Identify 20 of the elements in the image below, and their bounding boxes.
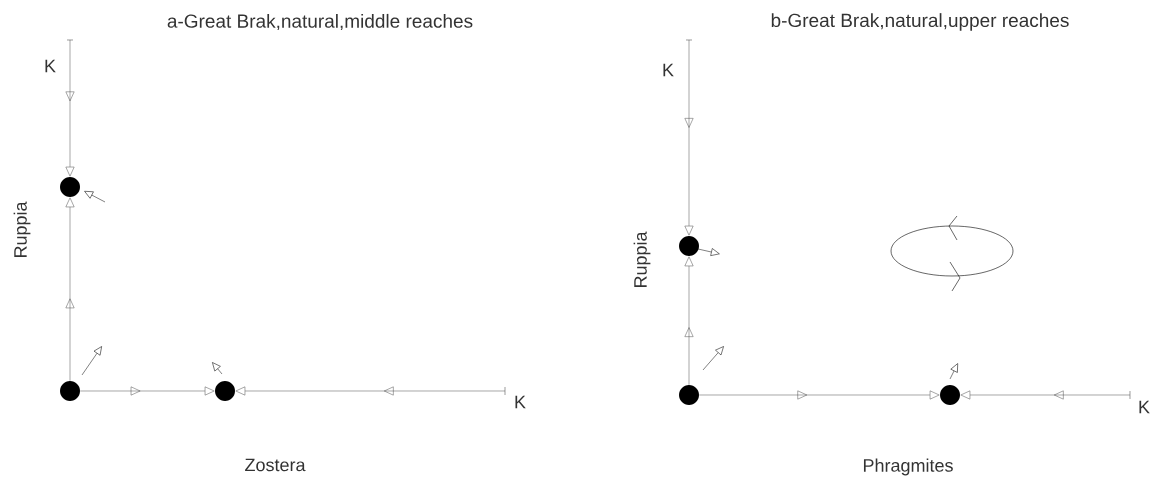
equilibrium-point (60, 381, 80, 401)
panel-title: b-Great Brak,natural,upper reaches (771, 13, 1069, 31)
arrow (235, 386, 506, 396)
arrow (684, 256, 694, 386)
arrow (698, 390, 940, 400)
equilibrium-point (679, 236, 699, 256)
axis-value: K (663, 63, 674, 77)
equilibrium-point (679, 385, 699, 405)
equilibrium-point (940, 385, 960, 405)
equilibrium-point (215, 381, 235, 401)
equilibrium-point (60, 177, 80, 197)
axis-value: K (45, 59, 56, 73)
arrow (960, 390, 1131, 400)
axis-value: K (515, 395, 526, 409)
axis-value: K (1139, 400, 1150, 414)
arrow (65, 39, 75, 177)
arrow (65, 197, 75, 382)
arrow (684, 39, 694, 236)
panel-title: a-Great Brak,natural,middle reaches (167, 13, 473, 31)
arrow (79, 386, 215, 396)
